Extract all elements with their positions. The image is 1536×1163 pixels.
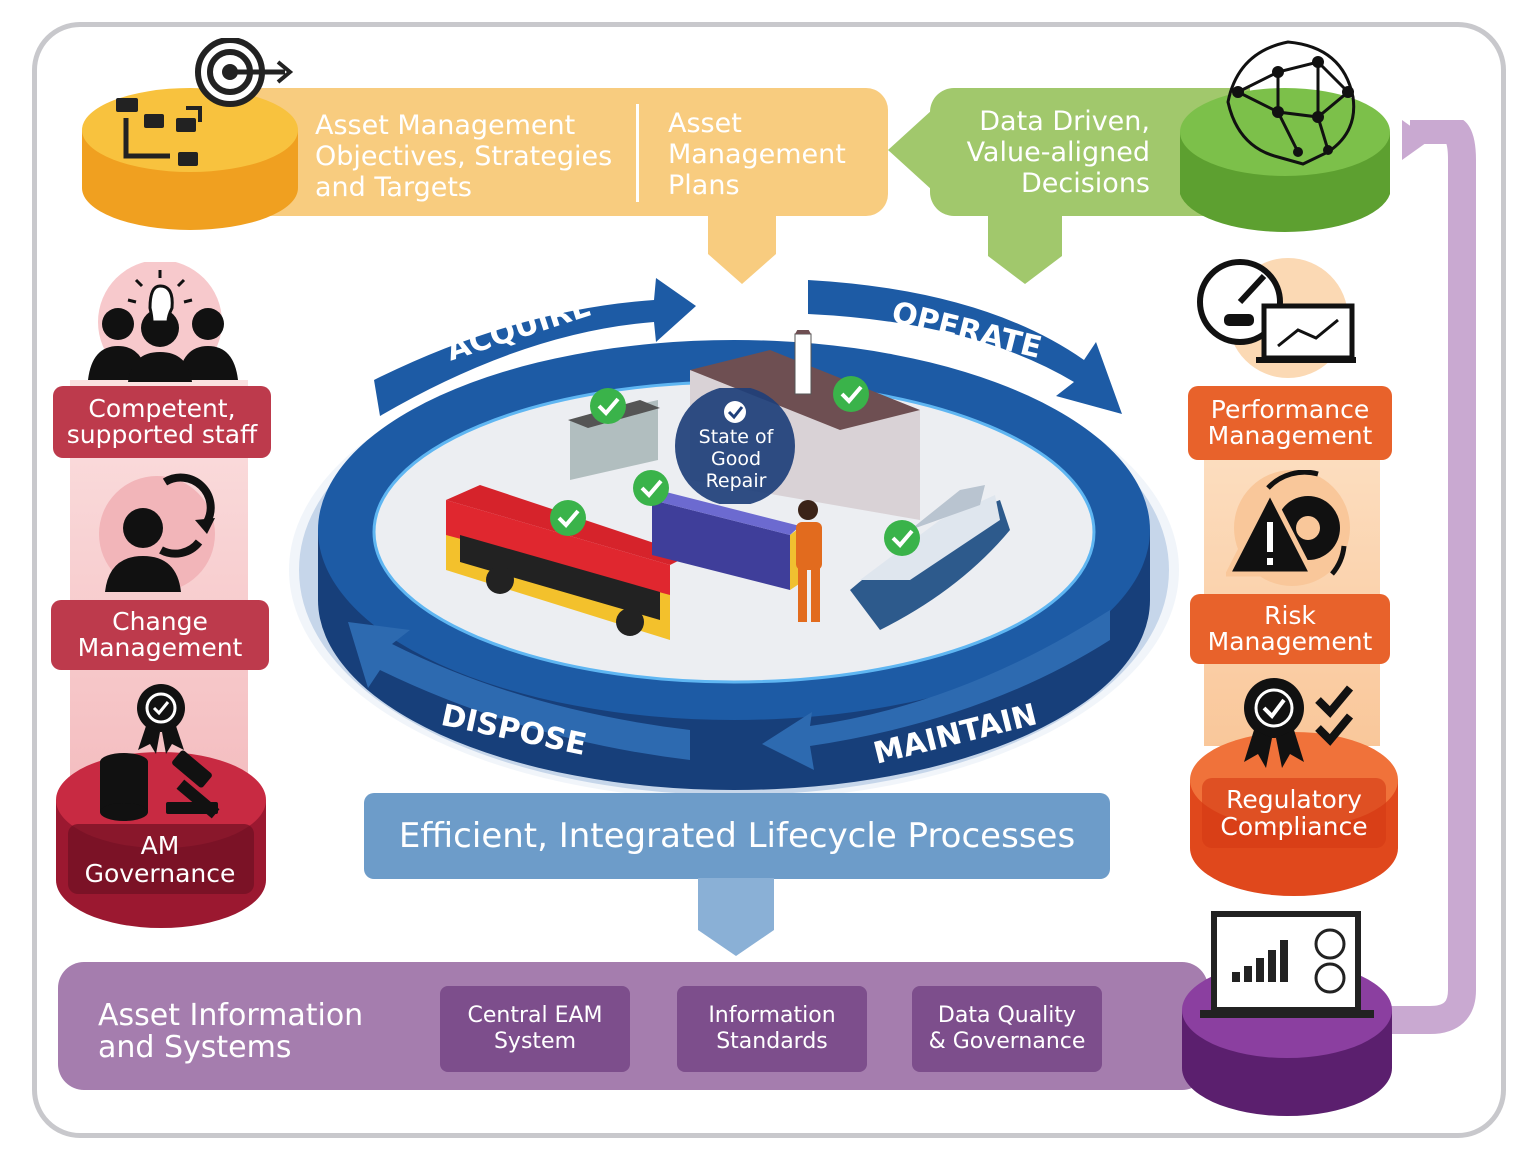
information-cylinder	[1182, 911, 1392, 1116]
decisions-down-arrow	[988, 210, 1062, 284]
acquire-arrow	[374, 278, 696, 416]
red-bus-icon	[446, 485, 690, 640]
workflow-icon	[116, 98, 202, 166]
check-icon-3	[633, 470, 669, 506]
check-icon-5	[884, 520, 920, 556]
change-cycle-icon	[99, 473, 215, 592]
gauge-chart-icon	[1197, 258, 1356, 378]
check-icon-1	[590, 388, 626, 424]
outer-frame	[32, 22, 1506, 1138]
dispose-arrow	[348, 622, 690, 760]
risk-gear-icon	[1226, 470, 1350, 586]
return-loop-arrow	[1330, 120, 1476, 1034]
check-icon-4	[550, 500, 586, 536]
lightbulb-team-icon	[88, 262, 238, 382]
operate-arrow	[808, 280, 1122, 414]
staff-pill: Competent,supported staff	[53, 386, 271, 458]
purple-bus-icon	[652, 492, 802, 590]
compliance-cylinder	[1190, 678, 1398, 896]
decisions-left-arrow	[888, 110, 932, 190]
state-of-good-repair-badge	[675, 388, 795, 504]
plans-down-arrow	[708, 210, 776, 284]
data-quality-box: Data Quality& Governance	[912, 986, 1102, 1072]
database-gavel-icon	[100, 750, 220, 821]
worker-icon	[796, 500, 822, 622]
processes-bar: Efficient, Integrated Lifecycle Processe…	[364, 793, 1110, 879]
target-icon	[195, 38, 294, 107]
award-badge-icon	[137, 684, 185, 754]
decisions-cylinder	[1180, 40, 1390, 232]
dashboard-laptop-icon	[1200, 911, 1374, 1018]
objectives-cylinder	[82, 38, 298, 230]
maintain-arrow	[762, 610, 1110, 770]
compliance-badge-icon	[1244, 678, 1354, 768]
objectives-divider	[636, 104, 639, 202]
processes-down-arrow	[698, 878, 774, 956]
check-icon-2	[833, 376, 869, 412]
governance-cylinder	[56, 684, 266, 928]
ferry-icon	[850, 485, 1010, 630]
objectives-bar	[240, 88, 888, 216]
